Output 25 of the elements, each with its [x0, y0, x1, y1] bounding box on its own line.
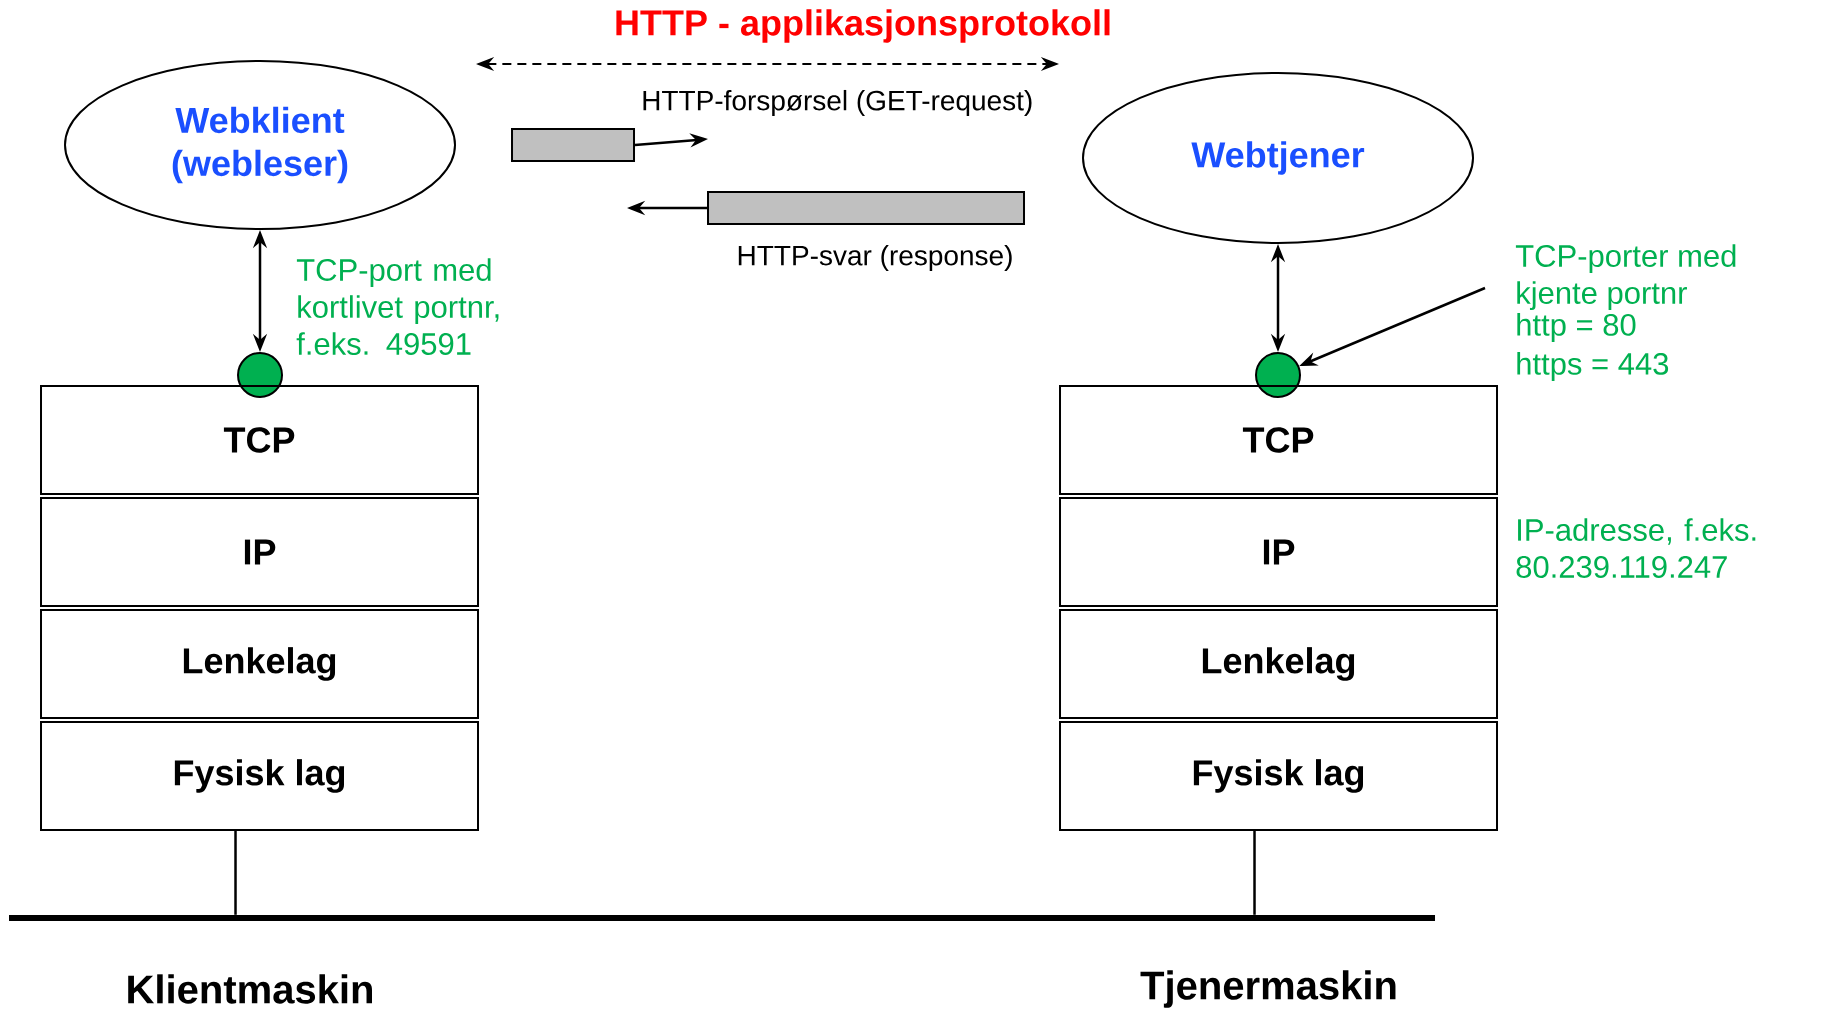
connector-line — [1253, 831, 1256, 915]
ellipse-node: Webklient (webleser) — [64, 60, 456, 230]
layer-box: Fysisk lag — [40, 721, 479, 831]
network-bus — [9, 915, 1435, 921]
port-note: TCP-porter med kjente portnr http = 80 https = 443 — [1515, 244, 1736, 381]
title: HTTP - applikasjonsprotokoll — [616, 9, 1110, 43]
message-label: HTTP-svar (response) — [738, 244, 1012, 272]
message-label: HTTP-forspørsel (GET-request) — [643, 89, 1032, 117]
layer-box: Lenkelag — [40, 609, 479, 719]
ellipse-node: Webtjener — [1082, 72, 1474, 244]
connector-line — [234, 831, 237, 915]
layer-box: TCP — [1059, 385, 1498, 495]
layer-box: Fysisk lag — [1059, 721, 1498, 831]
machine-label: Tjenermaskin — [1140, 970, 1396, 1008]
message-box — [707, 191, 1025, 225]
layer-box: TCP — [40, 385, 479, 495]
layer-box: IP — [1059, 497, 1498, 607]
port-circle — [1255, 352, 1301, 398]
address-note: IP-adresse, f.eks. 80.239.119.247 — [1516, 518, 1756, 578]
message-box — [511, 128, 635, 162]
port-circle — [237, 352, 283, 398]
port-note: TCP-port med kortlivet portnr, f.eks. 49591 — [296, 258, 499, 355]
layer-box: Lenkelag — [1059, 609, 1498, 719]
machine-label: Klientmaskin — [128, 974, 372, 1004]
layer-box: IP — [40, 497, 479, 607]
